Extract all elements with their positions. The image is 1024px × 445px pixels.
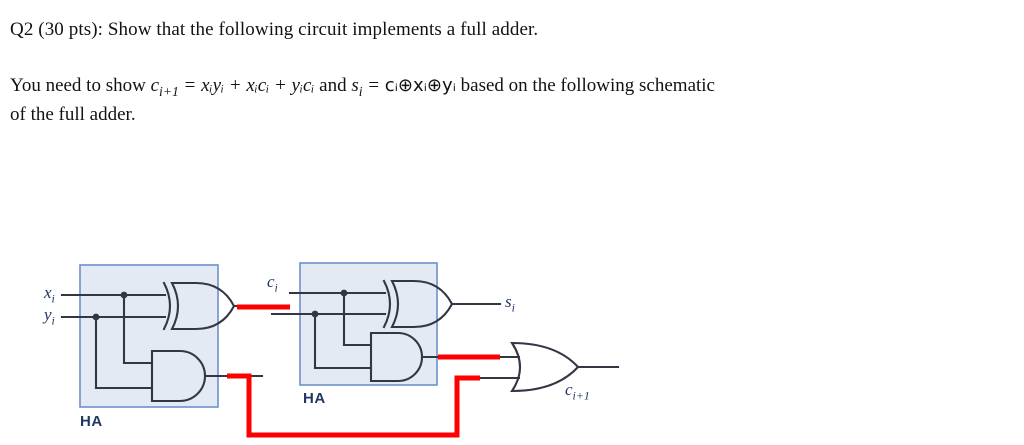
input-label-x-subscript: i: [51, 291, 55, 306]
schematic-canvas: [60, 262, 620, 438]
output-label-s: si: [505, 292, 515, 315]
input-label-y-subscript: i: [51, 313, 55, 328]
junction-dot-c: [340, 289, 348, 297]
carry-symbol: ci+1: [150, 75, 179, 99]
junction-dot-x: [120, 291, 128, 299]
full-adder-schematic: xi yi ci si ci+1 HA HA: [0, 250, 1024, 445]
sum-expression: cᵢ⊕xᵢ⊕yᵢ: [384, 75, 456, 96]
xor-gate-2-body: [390, 279, 454, 329]
carry-symbol-subscript: i+1: [159, 83, 179, 99]
output-label-carry-subscript: i+1: [572, 388, 590, 403]
problem-statement-line-2: of the full adder.: [10, 104, 136, 125]
input-label-c-subscript: i: [274, 280, 278, 295]
xor-gate-2-arc: [382, 279, 392, 329]
equals-sign-carry: =: [179, 75, 201, 96]
conjunction-and: and: [314, 75, 352, 96]
carry-expression: xᵢyᵢ + xᵢcᵢ + yᵢcᵢ: [201, 75, 315, 96]
junction-dots: [92, 289, 348, 321]
statement-suffix: based on the following schematic: [455, 75, 715, 96]
red-wire-carry1: [227, 373, 480, 438]
sum-symbol-base: s: [351, 75, 359, 96]
input-label-c: ci: [267, 272, 278, 295]
output-label-carry: ci+1: [565, 380, 590, 403]
and-gate-1-body: [150, 349, 206, 403]
input-label-c-base: c: [267, 272, 275, 291]
statement-prefix: You need to show: [10, 75, 151, 96]
input-label-x-base: x: [44, 283, 52, 302]
junction-dot-y: [92, 313, 100, 321]
sum-symbol-subscript: i: [358, 83, 363, 99]
xor-gate-1-body: [170, 281, 236, 331]
output-label-carry-base: c: [565, 380, 573, 399]
sum-symbol: si: [351, 75, 363, 99]
half-adder-1-label: HA: [80, 413, 103, 430]
output-label-s-subscript: i: [511, 300, 515, 315]
page-title: Q2 (30 pts): Show that the following cir…: [10, 19, 539, 40]
and-gate-2-body: [369, 331, 423, 383]
equals-sign-sum: =: [363, 75, 384, 96]
input-label-y-base: y: [44, 305, 52, 324]
output-label-s-base: s: [505, 292, 512, 311]
input-label-x: xi: [44, 283, 55, 306]
half-adder-1-box: [79, 264, 219, 408]
or-gate-carry-body: [510, 341, 580, 393]
xor-gate-1-arc: [162, 281, 172, 331]
input-label-y: yi: [44, 305, 55, 328]
half-adder-2-label: HA: [303, 390, 326, 407]
carry-symbol-base: c: [150, 75, 160, 96]
junction-dot-sum1: [311, 310, 319, 318]
half-adder-2-box: [299, 262, 438, 386]
problem-statement-line-1: You need to show ci+1 = xᵢyᵢ + xᵢcᵢ + yᵢ…: [10, 75, 715, 100]
